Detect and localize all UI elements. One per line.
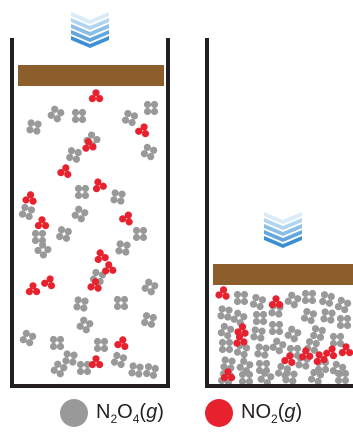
n2o4-molecule <box>140 277 159 296</box>
no2-molecule <box>215 285 231 300</box>
n2o4-molecule <box>18 203 36 221</box>
right-arrow-icon <box>264 212 302 248</box>
n2o4-molecule <box>55 225 72 242</box>
n2o4-formula: N2O4(g) <box>96 402 164 425</box>
n2o4-molecule <box>133 227 147 241</box>
right-molecules <box>215 285 353 388</box>
n2o4-molecule <box>62 350 78 366</box>
n2o4-molecule <box>110 351 128 369</box>
legend: N2O4(g) NO2(g) <box>0 395 353 431</box>
left-arrow-icon <box>71 12 109 48</box>
n2o4-molecule <box>19 329 38 348</box>
legend-n2o4: N2O4(g) <box>60 395 164 431</box>
no2-swatch <box>205 399 233 427</box>
n2o4-molecule <box>75 315 94 334</box>
n2o4-molecule <box>26 119 42 135</box>
no2-molecule <box>234 322 250 337</box>
no2-molecule <box>40 273 58 290</box>
no2-molecule <box>89 355 103 368</box>
no2-molecule <box>101 261 116 275</box>
n2o4-molecule <box>73 296 89 312</box>
n2o4-molecule <box>140 143 159 162</box>
n2o4-molecule <box>142 362 159 379</box>
n2o4-molecule <box>110 189 126 205</box>
n2o4-molecule <box>144 101 158 115</box>
n2o4-molecule <box>269 321 283 335</box>
no2-molecule <box>90 176 108 193</box>
no2-molecule <box>56 163 73 179</box>
n2o4-molecule <box>94 338 108 352</box>
n2o4-molecule <box>283 324 302 343</box>
n2o4-molecule <box>334 296 353 315</box>
n2o4-molecule <box>75 185 89 199</box>
n2o4-molecule <box>114 296 128 310</box>
no2-molecule <box>92 248 109 264</box>
no2-molecule <box>26 282 40 295</box>
n2o4-molecule <box>318 290 335 307</box>
piston-diagram <box>0 0 353 395</box>
right-piston <box>213 264 353 285</box>
n2o4-molecule <box>250 326 266 342</box>
n2o4-molecule <box>50 336 64 350</box>
n2o4-molecule <box>282 369 298 385</box>
no2-molecule <box>35 216 49 229</box>
n2o4-swatch <box>60 399 88 427</box>
n2o4-molecule <box>140 311 157 328</box>
no2-formula: NO2(g) <box>241 402 302 425</box>
n2o4-molecule <box>283 290 302 309</box>
n2o4-molecule <box>217 322 236 341</box>
n2o4-molecule <box>77 361 91 375</box>
n2o4-molecule <box>128 362 144 378</box>
no2-molecule <box>113 335 130 351</box>
n2o4-molecule <box>219 339 233 353</box>
left-piston <box>18 65 164 86</box>
n2o4-molecule <box>254 343 270 359</box>
left-molecules <box>18 89 160 379</box>
right-container <box>207 38 353 388</box>
n2o4-molecule <box>249 293 267 311</box>
n2o4-molecule <box>300 307 318 325</box>
n2o4-molecule <box>320 308 336 324</box>
n2o4-molecule <box>70 204 89 223</box>
no2-molecule <box>134 121 152 138</box>
n2o4-molecule <box>65 146 82 163</box>
n2o4-molecule <box>337 315 351 329</box>
n2o4-molecule <box>72 109 86 123</box>
left-container-walls <box>12 38 168 386</box>
n2o4-molecule <box>330 333 344 347</box>
n2o4-molecule <box>268 336 287 355</box>
n2o4-molecule <box>46 104 65 123</box>
n2o4-molecule <box>253 311 267 325</box>
n2o4-molecule <box>302 290 316 304</box>
no2-molecule <box>22 190 38 205</box>
n2o4-molecule <box>121 109 139 127</box>
no2-molecule <box>89 89 103 102</box>
n2o4-molecule <box>115 240 131 256</box>
left-container <box>12 12 168 386</box>
no2-molecule <box>118 209 137 227</box>
legend-no2: NO2(g) <box>205 395 302 431</box>
n2o4-molecule <box>234 291 248 305</box>
